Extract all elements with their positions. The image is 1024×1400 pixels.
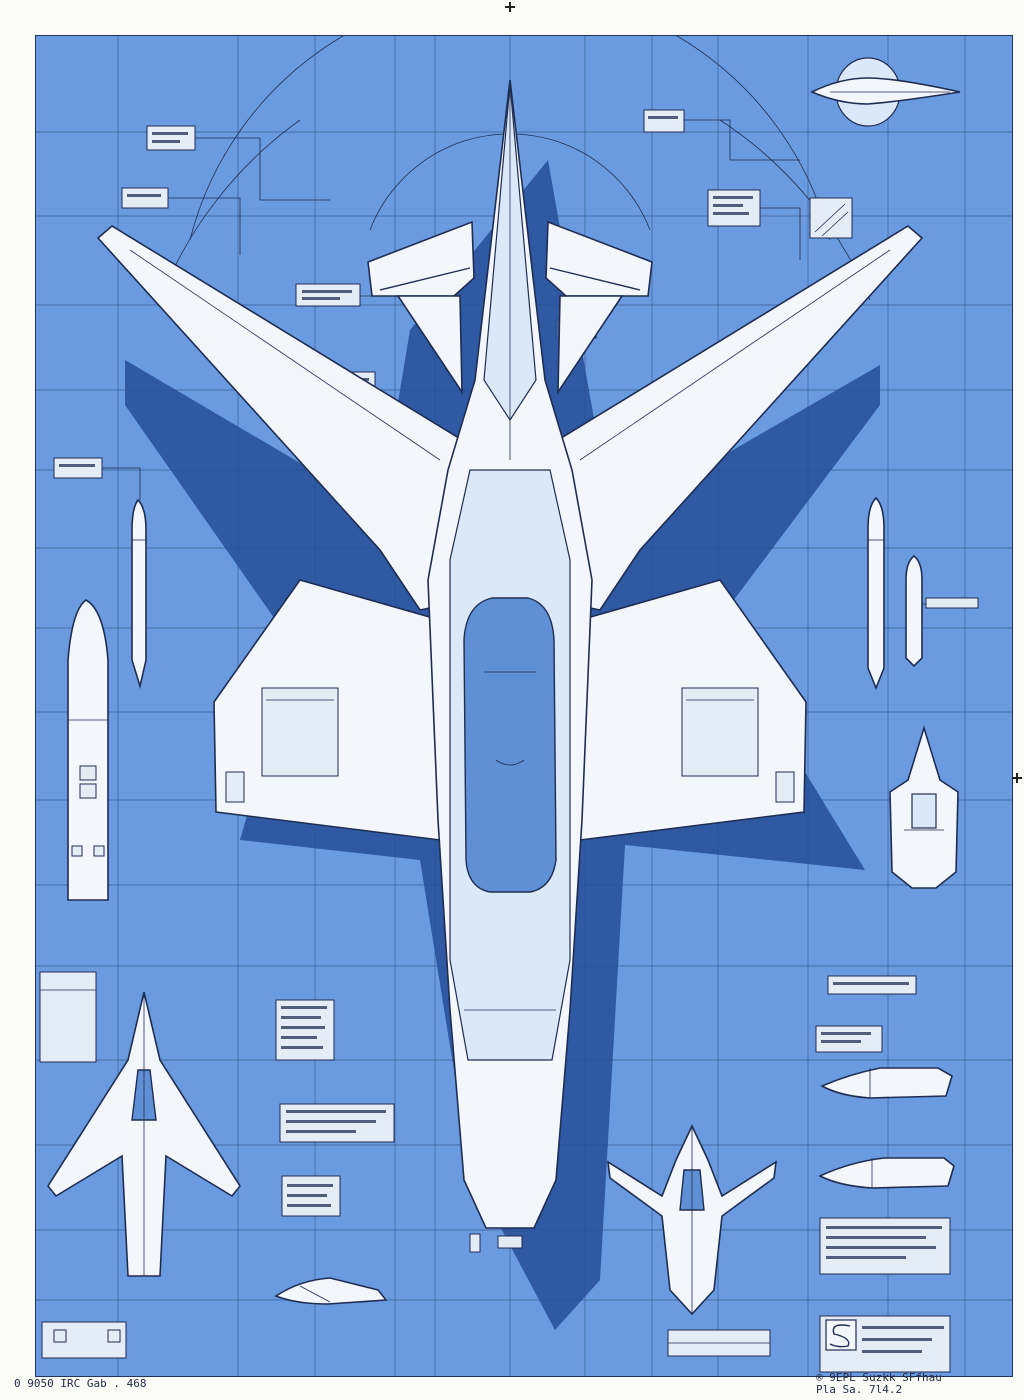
missile-left: [131, 498, 147, 690]
cockpit-canopy: [463, 597, 557, 893]
profile-craft-bottom: [274, 1277, 388, 1305]
small-craft-front-view: [889, 725, 959, 889]
registration-mark-right: [1012, 773, 1022, 783]
footer-left-code: 0 9050 IRC Gab . 468: [14, 1377, 147, 1390]
blueprint-sheet: .ln { stroke: #1f2d52; stroke-width: 1.4…: [35, 35, 1013, 1377]
profile-craft-lower: [818, 1157, 955, 1189]
registration-mark-top: [505, 2, 515, 12]
footer-right-line2: Pla Sa. 7l4.2: [816, 1383, 903, 1396]
missile-right-short: [905, 554, 923, 668]
footer-right-signature: ® 9EPL Suzkk SFfhau Pla Sa. 7l4.2: [816, 1372, 942, 1396]
small-fighter-lower-left: [47, 991, 241, 1277]
main-craft-topview: [96, 79, 924, 1253]
saucer-side-view: [810, 57, 961, 127]
right-canard: [545, 220, 653, 297]
footer-right-line1: ® 9EPL Suzkk SFfhau: [816, 1371, 942, 1384]
interceptor-lower-center: [606, 1124, 778, 1316]
title-block: [819, 1315, 951, 1373]
left-canard: [367, 220, 475, 297]
missile-pod-left: [67, 599, 109, 901]
annotation-callouts: [39, 109, 979, 1359]
missile-right-long: [867, 496, 885, 691]
profile-craft-upper: [820, 1067, 953, 1099]
blueprint-drawing: .ln { stroke: #1f2d52; stroke-width: 1.4…: [36, 36, 1012, 1376]
